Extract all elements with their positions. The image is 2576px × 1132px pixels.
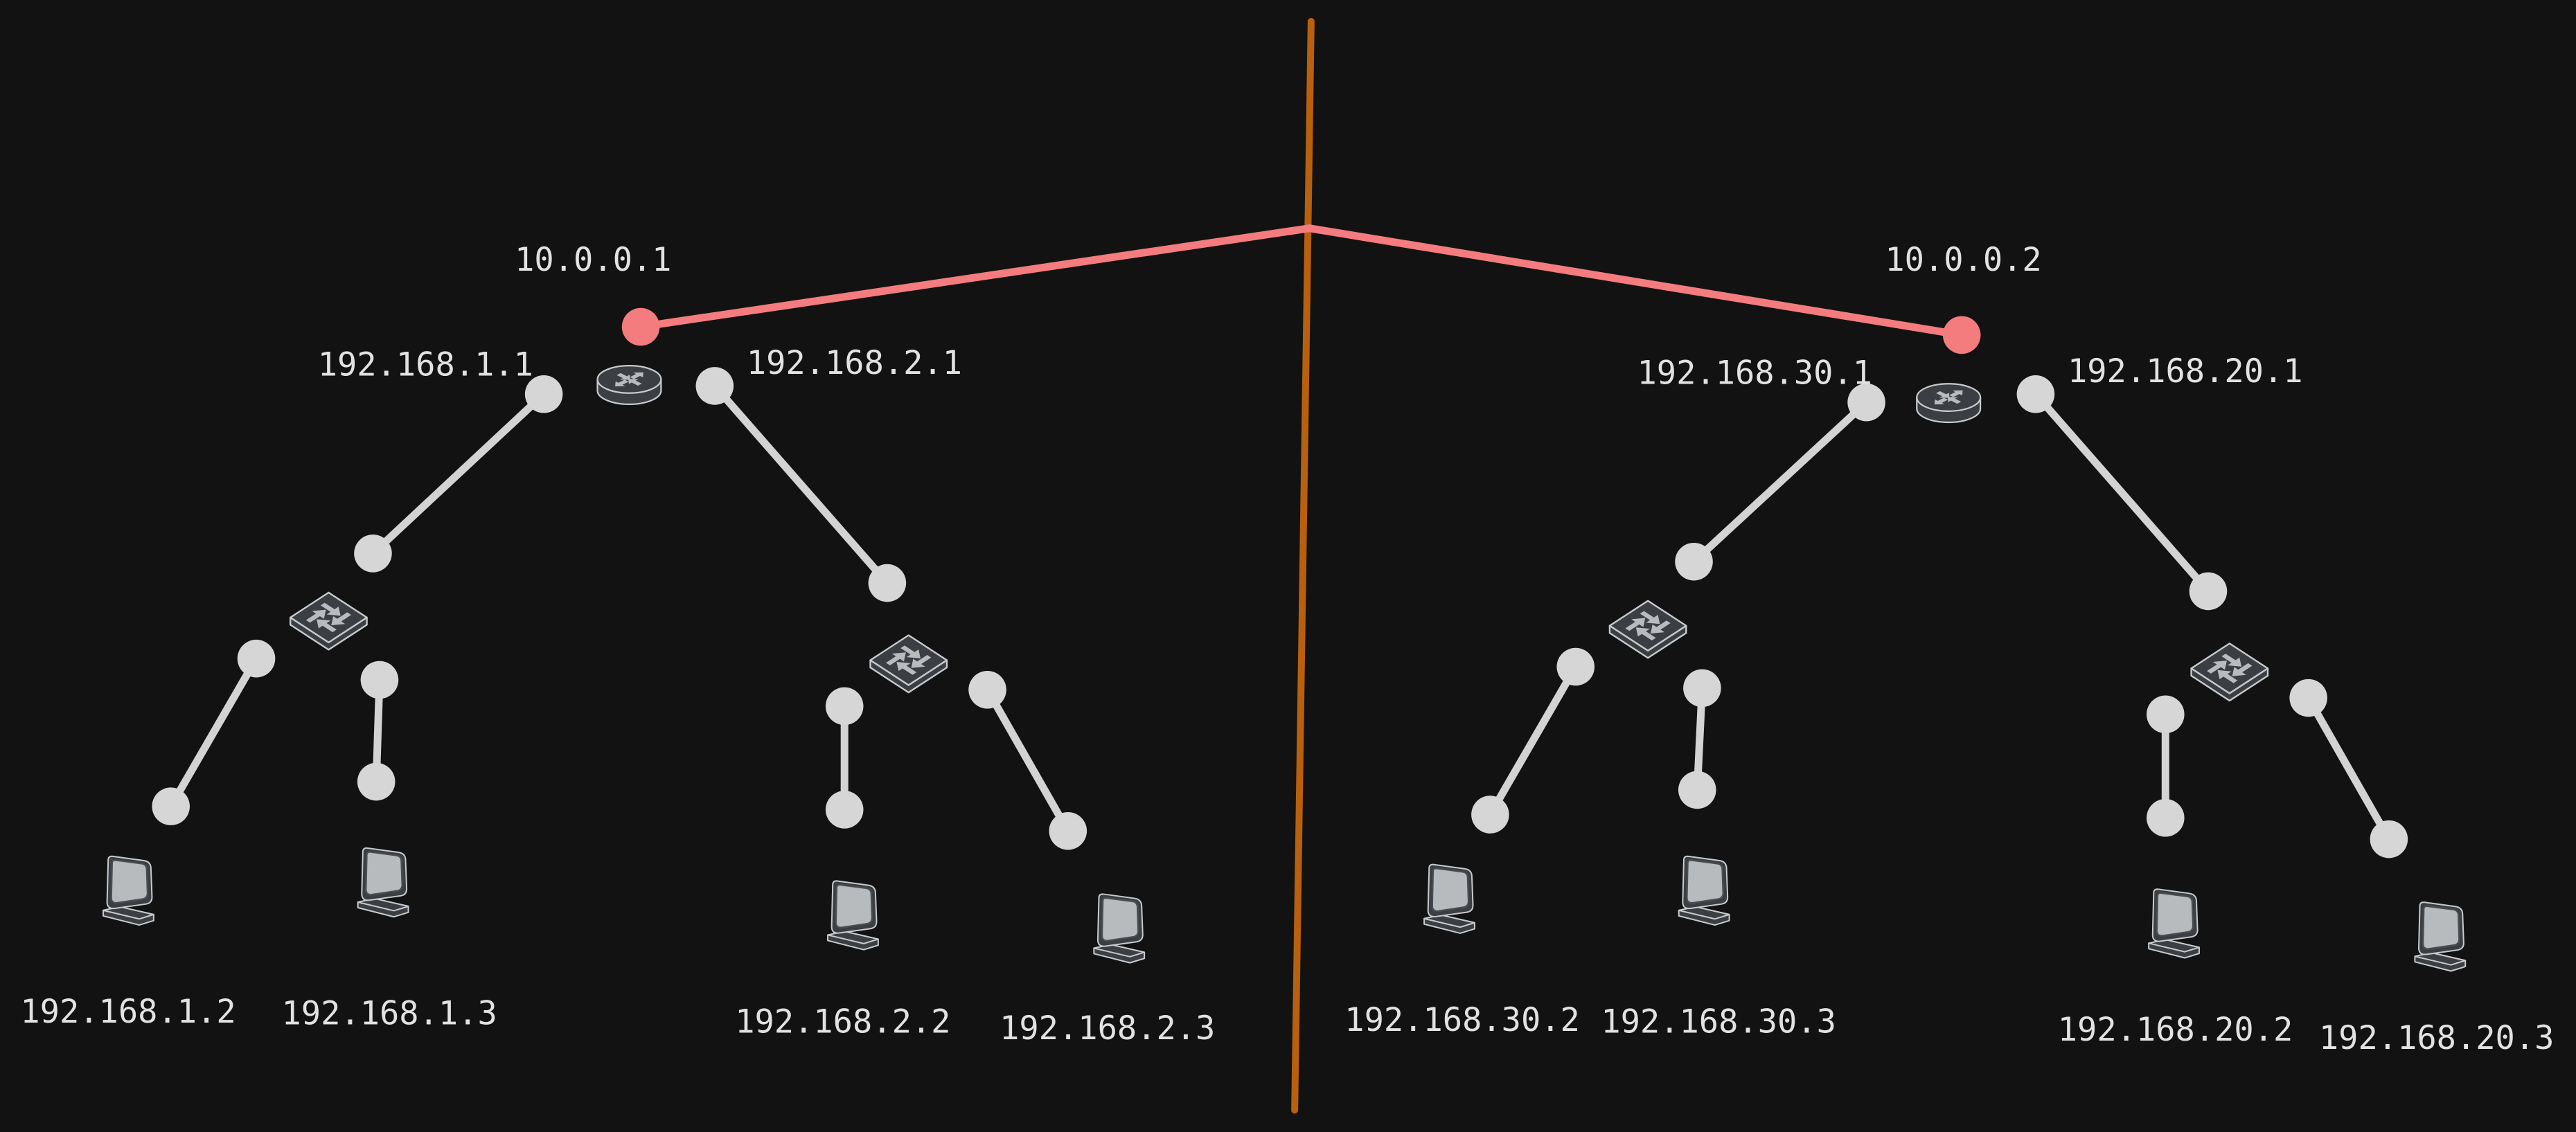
host-ip-label: 192.168.2.3 — [1000, 1009, 1215, 1048]
host-port — [1049, 811, 1087, 850]
router-left-ip-label: 192.168.30.1 — [1637, 354, 1873, 392]
wan-link-site-1 — [637, 224, 1313, 331]
port — [354, 534, 392, 573]
links-layer — [167, 17, 2393, 1114]
port — [360, 661, 399, 699]
router-right-ip-label: 192.168.2.1 — [747, 344, 962, 382]
host-port — [2147, 798, 2185, 837]
wan-port — [1942, 316, 1981, 354]
host-port — [1678, 771, 1716, 809]
switch-icon[interactable] — [869, 634, 948, 694]
computer-icon[interactable] — [1678, 855, 1730, 926]
wan-port — [621, 307, 660, 346]
host-port — [152, 787, 190, 825]
host-port — [2370, 820, 2408, 859]
host-ip-label: 192.168.30.2 — [1344, 1001, 1580, 1039]
router-icon[interactable] — [596, 365, 662, 406]
labels-layer: 10.0.0.1 192.168.1.1 192.168.2.1 192.168.1.… — [20, 241, 2554, 1057]
port — [1675, 542, 1713, 581]
port — [237, 639, 276, 678]
port — [2189, 572, 2228, 611]
host-ip-label: 192.168.1.2 — [20, 993, 236, 1031]
port — [524, 375, 563, 413]
host-port — [825, 791, 864, 829]
site-divider-line — [1291, 17, 1315, 1114]
router-icon[interactable] — [1916, 383, 1982, 424]
switch-icon[interactable] — [1608, 600, 1687, 659]
router-wan-ip-label: 10.0.0.1 — [515, 241, 671, 279]
host-ip-label: 192.168.30.3 — [1601, 1003, 1836, 1041]
computer-icon[interactable] — [2414, 901, 2467, 972]
port — [1556, 647, 1595, 686]
link-switch-host — [1486, 663, 1580, 819]
host-ip-label: 192.168.1.3 — [282, 995, 497, 1033]
host-port — [1471, 796, 1509, 834]
computer-icon[interactable] — [357, 847, 409, 918]
computer-icon[interactable] — [826, 880, 880, 951]
port — [695, 367, 734, 405]
switch-icon[interactable] — [289, 591, 368, 651]
router-left-ip-label: 192.168.1.1 — [318, 346, 533, 384]
router-wan-ip-label: 10.0.0.2 — [1885, 241, 2041, 279]
computer-icon[interactable] — [1093, 893, 1146, 964]
host-ip-label: 192.168.20.2 — [2058, 1011, 2293, 1049]
host-port — [357, 762, 396, 801]
port — [868, 564, 907, 602]
port — [1847, 383, 1885, 422]
computer-icon[interactable] — [2147, 888, 2201, 959]
port — [825, 687, 864, 726]
port — [2147, 695, 2185, 734]
ports-layer — [152, 307, 2408, 859]
devices-layer — [102, 365, 2467, 972]
host-ip-label: 192.168.2.2 — [735, 1003, 950, 1041]
port — [2289, 679, 2327, 717]
link-switch-host — [167, 654, 260, 811]
router-right-ip-label: 192.168.20.1 — [2068, 352, 2303, 390]
port — [968, 670, 1006, 709]
link-router-left-switch — [368, 390, 548, 557]
link-switch-host — [2304, 694, 2393, 843]
port — [1683, 669, 1721, 708]
host-ip-label: 192.168.20.3 — [2319, 1019, 2555, 1057]
link-router-right-switch — [711, 381, 891, 587]
computer-icon[interactable] — [102, 855, 155, 926]
link-router-right-switch — [2032, 390, 2212, 595]
port — [2016, 375, 2055, 413]
wan-link-site-2 — [1305, 224, 1966, 339]
computer-icon[interactable] — [1423, 863, 1476, 935]
link-switch-host — [984, 685, 1072, 835]
link-router-left-switch — [1690, 398, 1871, 566]
switch-icon[interactable] — [2190, 643, 2269, 702]
